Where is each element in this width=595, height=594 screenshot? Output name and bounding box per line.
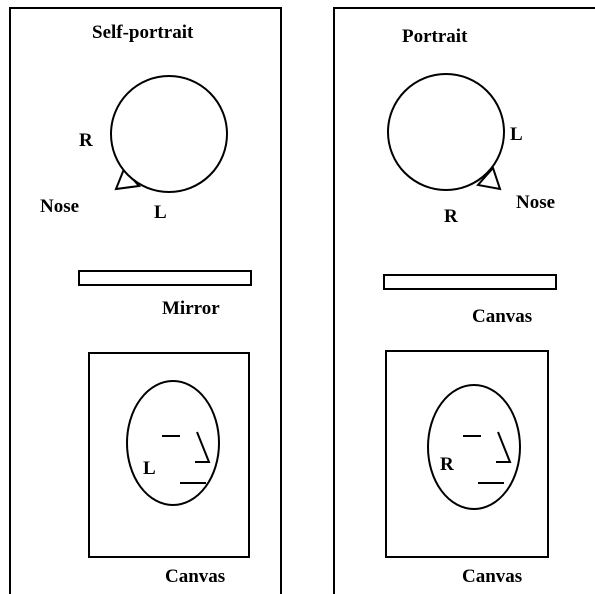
self-portrait-canvas: L bbox=[89, 353, 249, 557]
portrait-canvas: R bbox=[386, 351, 548, 557]
self-portrait-head-left-label: L bbox=[154, 202, 167, 223]
portrait-head: L R Nose bbox=[388, 74, 555, 227]
portrait-canvas-surface-label: Canvas bbox=[472, 306, 532, 327]
portrait-canvas-frame bbox=[386, 351, 548, 557]
portrait-canvas-label: Canvas bbox=[462, 566, 522, 587]
self-portrait-canvas-label: Canvas bbox=[165, 566, 225, 587]
self-portrait-head-right-label: R bbox=[79, 130, 93, 151]
portrait-canvas-surface bbox=[384, 275, 556, 289]
self-portrait-nose-label: Nose bbox=[40, 196, 79, 217]
portrait-panel: Portrait L R Nose Canvas R Canvas bbox=[334, 8, 595, 594]
portrait-face-side-label: R bbox=[440, 454, 454, 475]
portrait-nose-mark bbox=[496, 432, 510, 462]
self-portrait-head-circle bbox=[111, 76, 227, 192]
self-portrait-panel: Self-portrait R L Nose Mirror L Canvas bbox=[10, 8, 281, 594]
self-portrait-face-side-label: L bbox=[143, 458, 156, 479]
self-portrait-head: R L Nose bbox=[40, 76, 227, 223]
portrait-head-right-label: R bbox=[444, 206, 458, 227]
portrait-title: Portrait bbox=[402, 26, 468, 47]
self-portrait-face-oval bbox=[127, 381, 219, 505]
portrait-nose-label: Nose bbox=[516, 192, 555, 213]
self-portrait-title: Self-portrait bbox=[92, 22, 194, 43]
portrait-face-oval bbox=[428, 385, 520, 509]
portrait-head-left-label: L bbox=[510, 124, 523, 145]
mirror-surface bbox=[79, 271, 251, 285]
mirror-label: Mirror bbox=[162, 298, 220, 319]
self-portrait-nose-mark bbox=[195, 432, 209, 462]
portrait-head-circle bbox=[388, 74, 504, 190]
self-portrait-canvas-frame bbox=[89, 353, 249, 557]
